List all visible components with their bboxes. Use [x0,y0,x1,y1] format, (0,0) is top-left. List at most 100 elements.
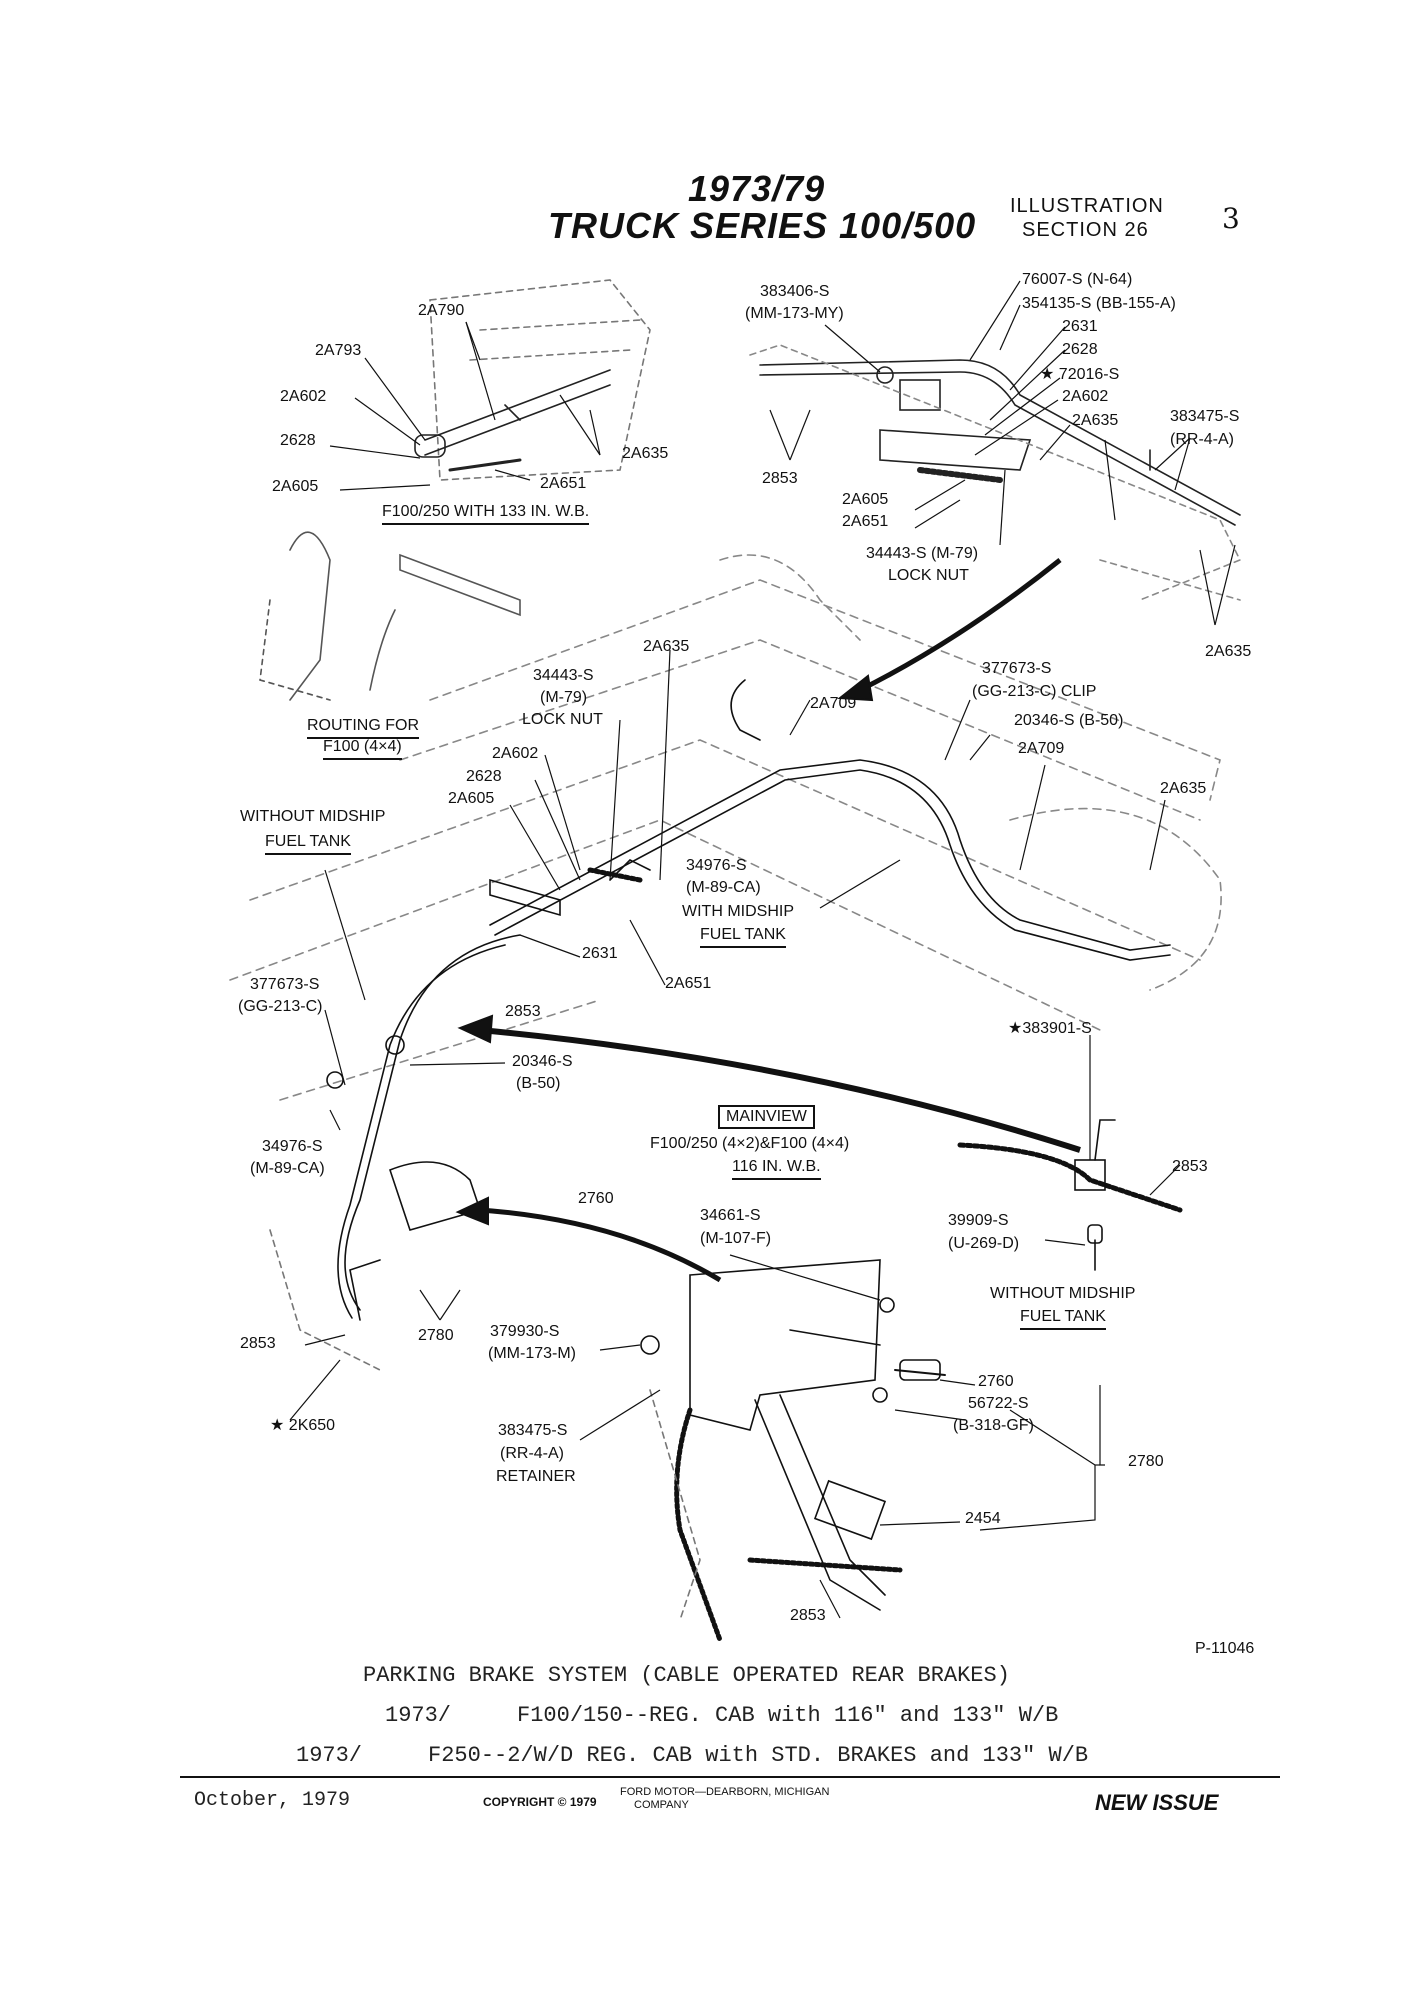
part-code-56722: (B-318-GF) [953,1417,1034,1434]
part-label-2853-bottom: 2853 [790,1607,826,1624]
part-label-2760-right: 2760 [978,1373,1014,1390]
part-label-2k650: ★ 2K650 [270,1417,336,1434]
part-label-39909: 39909-S [948,1212,1009,1229]
part-label-379930: 379930-S [490,1323,560,1340]
part-label-383475-top: 383475-S [1170,408,1240,425]
part-code-377673-main: (GG-213-C) CLIP [972,683,1097,700]
part-label-56722: 56722-S [968,1395,1029,1412]
part-label-2628: 2628 [280,432,316,449]
main-cables [337,679,1171,1319]
part-label-2628: 2628 [1062,341,1098,358]
part-code-383475-lower: (RR-4-A) [500,1445,564,1462]
part-label-2a651-main: 2A651 [665,975,712,992]
part-label-2a605-top: 2A605 [842,491,889,508]
part-label-2760: 2760 [578,1190,614,1207]
inset-top-left-caption: F100/250 WITH 133 IN. W.B. [382,503,590,525]
without-midship-label-left-1: WITHOUT MIDSHIP [240,808,386,825]
lock-nut-label-main: LOCK NUT [522,711,603,728]
part-label-354135: 354135-S (BB-155-A) [1022,295,1176,312]
part-label-2a793: 2A793 [315,342,362,359]
part-label-2a651: 2A651 [540,475,587,492]
mainview-subtitle: F100/250 (4×2)&F100 (4×4) [650,1135,850,1152]
part-label-2631-main: 2631 [582,945,618,962]
lock-nut-label-top: LOCK NUT [888,567,969,584]
part-code-34661: (M-107-F) [700,1230,772,1247]
part-label-2853-lower-left: 2853 [240,1335,276,1352]
footer-rule [180,1776,1280,1778]
part-code-34976-main: (M-89-CA) [686,879,761,896]
part-label-2a635-main: 2A635 [643,638,690,655]
part-label-76007: 76007-S (N-64) [1022,271,1133,288]
part-label-34661: 34661-S [700,1207,761,1224]
part-label-34976-main: 34976-S [686,857,747,874]
caption-line-2: 1973/ F100/150--REG. CAB with 116" and 1… [385,1703,1059,1728]
part-label-2a602-main: 2A602 [492,745,539,762]
part-label-2a651-top: 2A651 [842,513,889,530]
part-label-2631: 2631 [1062,318,1098,335]
inset-top-right-art [759,359,1241,526]
page-number: 3 [1222,202,1240,235]
lower-left-art [269,1035,482,1371]
part-label-2a635-main-right: 2A635 [1160,780,1207,797]
mainview-wheelbase: 116 IN. W.B. [732,1158,821,1180]
part-label-34976-left: 34976-S [262,1138,323,1155]
part-label-20346-left: 20346-S [512,1053,573,1070]
header-section: SECTION 26 [1022,219,1149,241]
part-label-2a635: 2A635 [622,445,669,462]
part-label-383901: ★383901-S [1008,1020,1092,1037]
part-label-2a635-top: 2A635 [1072,412,1119,429]
part-label-2a602-top: 2A602 [1062,388,1109,405]
part-label-2853-main: 2853 [505,1003,541,1020]
retainer-label: RETAINER [496,1468,576,1485]
part-code-383475-top: (RR-4-A) [1170,431,1234,448]
routing-inset-art [259,531,521,701]
part-label-2780-left: 2780 [418,1327,454,1344]
part-label-20346-main: 20346-S (B-50) [1014,712,1124,729]
part-label-2853-top: 2853 [762,470,798,487]
footer-date: October, 1979 [194,1789,351,1812]
with-midship-label-1: WITH MIDSHIP [682,903,794,920]
part-label-2a605: 2A605 [272,478,319,495]
without-midship-label-right-1: WITHOUT MIDSHIP [990,1285,1136,1302]
footer-company-line-2: COMPANY [634,1799,689,1811]
part-label-34443-main: 34443-S [533,667,594,684]
part-label-2454: 2454 [965,1510,1001,1527]
part-label-2a790: 2A790 [418,302,465,319]
inset-top-left-cables [414,369,611,472]
header-series: TRUCK SERIES 100/500 [548,205,977,246]
without-midship-label-right-2: FUEL TANK [1020,1308,1106,1330]
part-label-2a602: 2A602 [280,388,327,405]
part-label-2a605-main: 2A605 [448,790,495,807]
part-code-39909: (U-269-D) [948,1235,1020,1252]
part-label-2a709-right: 2A709 [1018,740,1065,757]
header-years: 1973/79 [688,168,826,209]
routing-subtitle: F100 (4×4) [323,738,402,760]
inset-top-right-frame [749,344,1242,601]
part-code-34976-left: (M-89-CA) [250,1160,325,1177]
part-code-34443-main: (M-79) [540,689,588,706]
pedal-assembly-art [640,1259,946,1643]
part-label-383406: 383406-S [760,283,830,300]
part-code-379930: (MM-173-M) [488,1345,576,1362]
part-label-72016: ★ 72016-S [1040,366,1120,383]
part-label-383475-lower: 383475-S [498,1422,568,1439]
caption-line-3: 1973/ F250--2/W/D REG. CAB with STD. BRA… [296,1743,1089,1768]
footer-copyright: COPYRIGHT © 1979 [483,1795,597,1809]
with-midship-label-2: FUEL TANK [700,926,786,948]
header-illustration: ILLUSTRATION [1010,195,1164,217]
part-label-2628-main: 2628 [466,768,502,785]
part-label-34443-top: 34443-S (M-79) [866,545,979,562]
part-label-377673-left: 377673-S [250,976,320,993]
without-midship-label-left-2: FUEL TANK [265,833,351,855]
caption-line-1: PARKING BRAKE SYSTEM (CABLE OPERATED REA… [363,1663,1010,1688]
part-label-2780-right: 2780 [1128,1453,1164,1470]
main-frame-art [229,554,1222,1101]
footer-issue: NEW ISSUE [1095,1790,1219,1815]
part-label-2a635-right: 2A635 [1205,643,1252,660]
figure-number: P-11046 [1195,1640,1255,1657]
part-label-2a709-main: 2A709 [810,695,857,712]
mainview-label: MAINVIEW [718,1105,815,1129]
part-code-377673-left: (GG-213-C) [238,998,323,1015]
